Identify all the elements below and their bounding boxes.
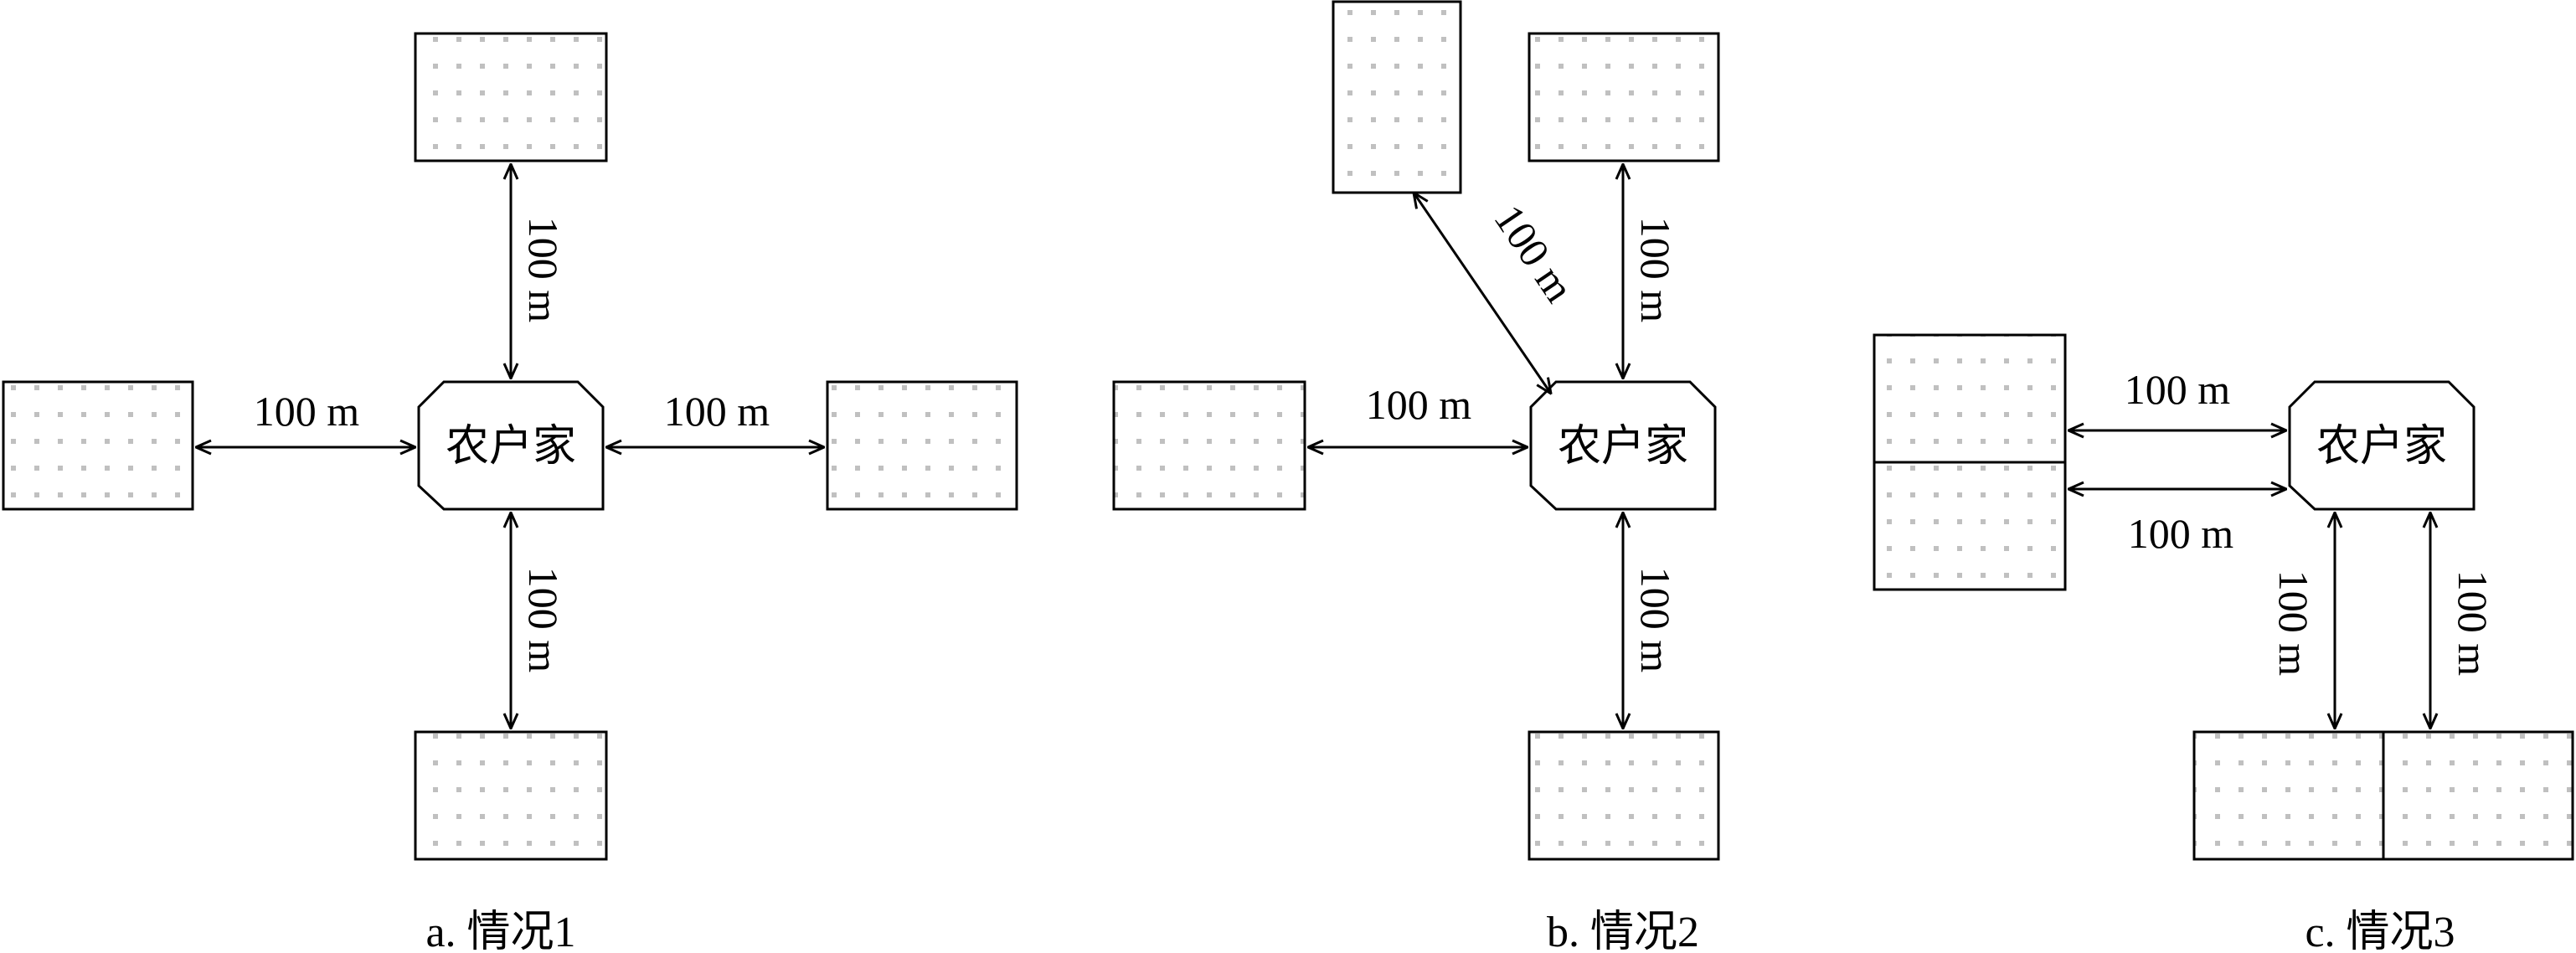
field-left: [1112, 380, 1306, 511]
house-label: 农户家: [1558, 421, 1688, 471]
distance-label-diagonal: 100 m: [1486, 196, 1584, 310]
field-right: [826, 380, 1018, 511]
panel-c: 农户家 100 m 100 m 100 m 100 m c. 情况3: [1873, 333, 2574, 953]
field-top: [1528, 32, 1720, 162]
distance-label-down: 100 m: [1632, 567, 1679, 673]
panel-b: 农户家 100 m 100 m 100 m 100 m b. 情况2: [1112, 0, 1720, 953]
field-top-left: [1332, 0, 1462, 194]
distance-label-down: 100 m: [520, 567, 567, 673]
panel-a: 农户家 100 m 100 m 100 m 100 m a. 情况1: [2, 32, 1018, 953]
distance-label-up: 100 m: [520, 217, 567, 323]
caption-b: b. 情况2: [1547, 909, 1699, 953]
arrow-diagonal: [1414, 193, 1551, 394]
house: [1529, 380, 1717, 511]
distance-label-left: 100 m: [254, 388, 360, 435]
caption-c: c. 情况3: [2305, 909, 2455, 953]
field-bottom: [1528, 730, 1720, 861]
distance-label-up: 100 m: [1632, 217, 1679, 323]
house-label: 农户家: [2316, 421, 2447, 471]
caption-a: a. 情况1: [425, 909, 575, 953]
field-left: [2, 380, 194, 511]
field-bottom: [414, 730, 608, 861]
distance-label-down-left: 100 m: [2270, 570, 2317, 677]
distance-label-left-upper: 100 m: [2125, 366, 2231, 413]
field-top: [414, 32, 608, 162]
house: [2288, 380, 2476, 511]
distance-label-down-right: 100 m: [2450, 570, 2496, 677]
distance-label-right: 100 m: [664, 388, 770, 435]
distance-label-left: 100 m: [1366, 381, 1472, 428]
house-label: 农户家: [446, 421, 576, 471]
distance-label-left-lower: 100 m: [2128, 510, 2234, 557]
house: [417, 380, 605, 511]
